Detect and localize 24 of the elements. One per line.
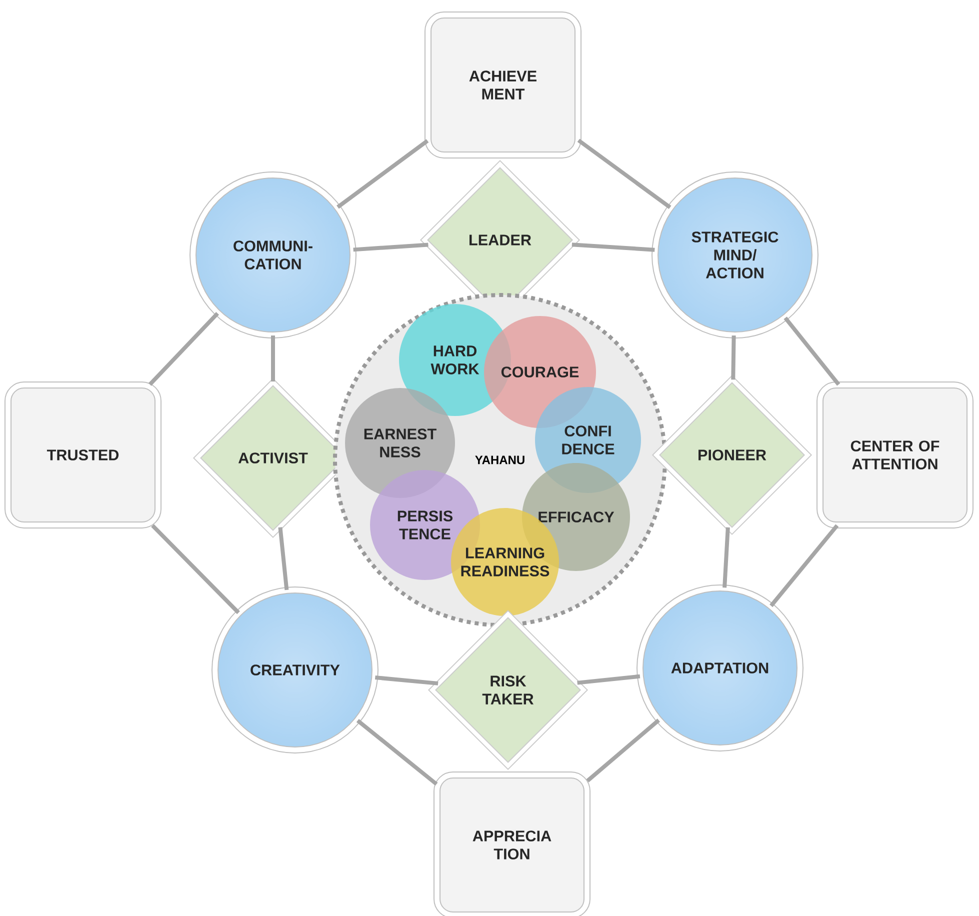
- connector-line: [722, 527, 730, 588]
- connector-line: [336, 139, 429, 209]
- connector-line: [271, 336, 275, 382]
- connector-line: [770, 524, 839, 608]
- circle-node: ADAPTATION: [636, 584, 804, 752]
- circle-node: CREATIVITY: [212, 586, 378, 754]
- connector-line: [356, 718, 438, 786]
- circle-node: COMMUNI- CATION: [190, 172, 356, 338]
- connector-line: [731, 335, 736, 380]
- connector-line: [577, 138, 672, 210]
- connector-line: [784, 316, 840, 386]
- connector-line: [148, 312, 220, 386]
- connector-line: [374, 676, 438, 686]
- rounded-box: ACHIEVE MENT: [424, 12, 582, 158]
- connector-line: [586, 718, 660, 782]
- connector-line: [278, 527, 289, 590]
- connector-line: [572, 242, 655, 252]
- circle-node: STRATEGIC MIND/ ACTION: [652, 172, 818, 338]
- connector-line: [577, 674, 640, 685]
- rounded-box: CENTER OF ATTENTION: [816, 382, 974, 528]
- connector-line: [353, 242, 428, 252]
- connector-line: [151, 524, 240, 614]
- rounded-box: TRUSTED: [4, 382, 162, 528]
- rounded-box: APPRECIA TION: [434, 772, 590, 916]
